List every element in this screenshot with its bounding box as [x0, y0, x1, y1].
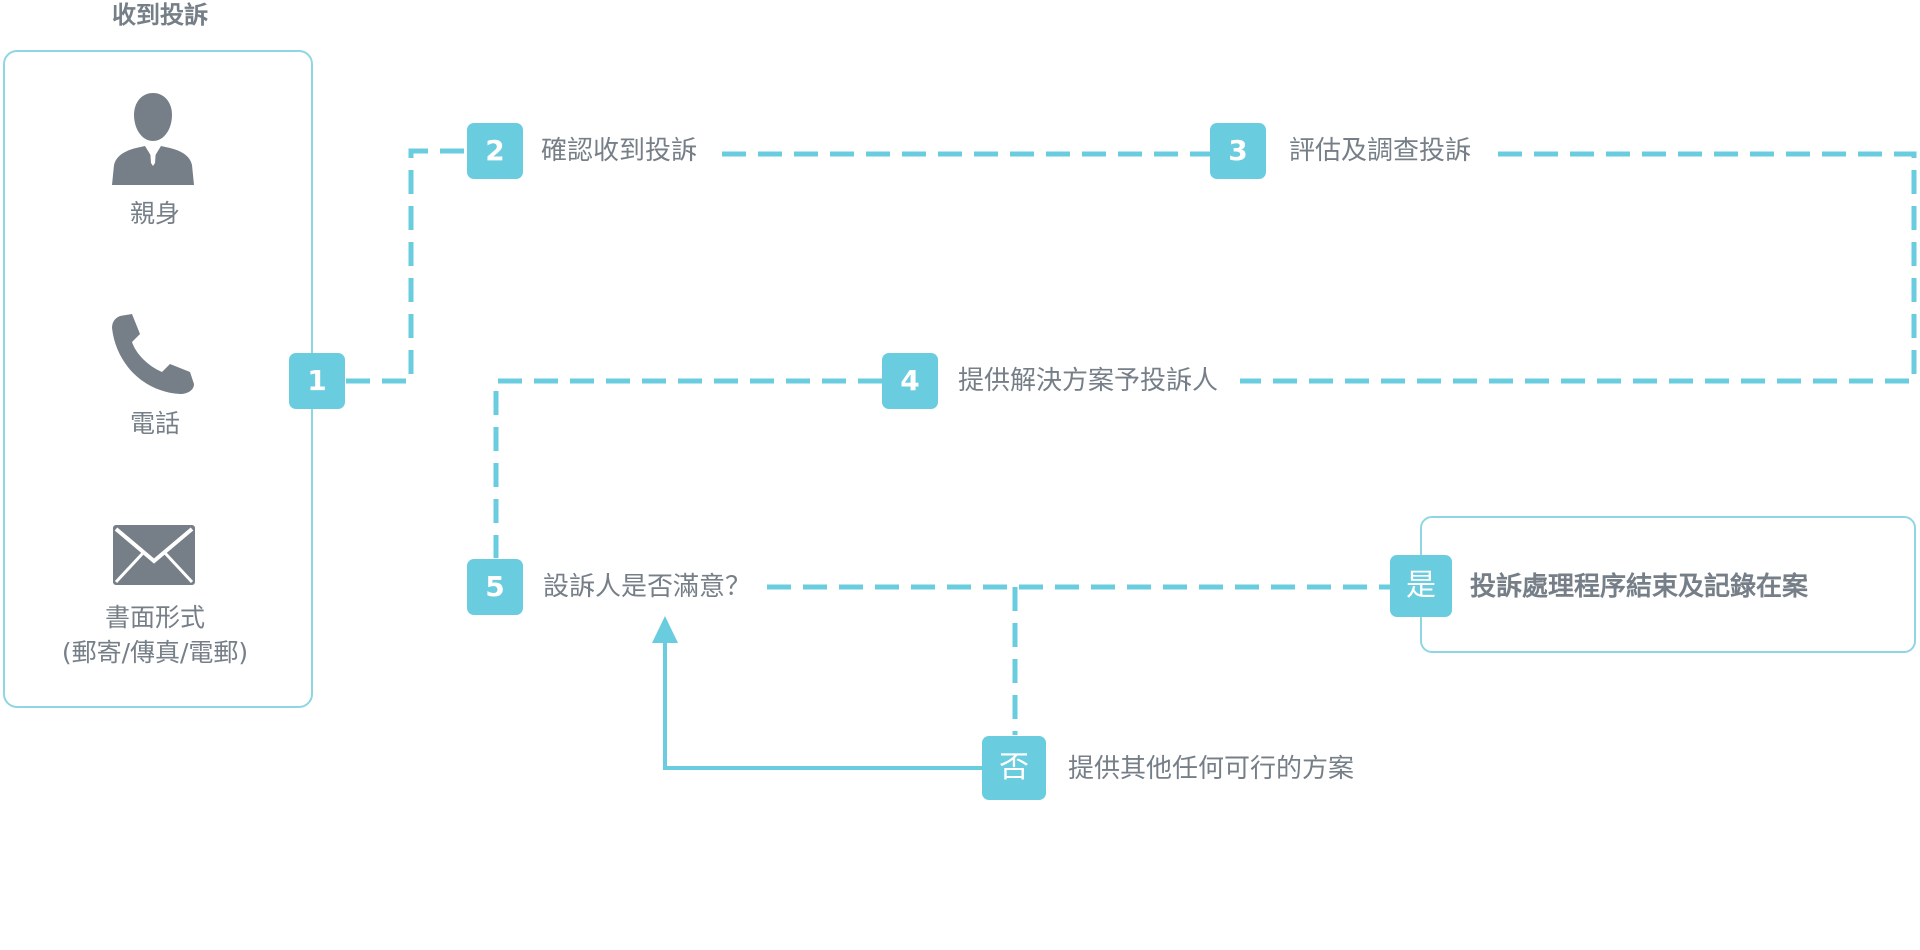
channel-label-written: 書面形式	[104, 603, 205, 632]
channel-label-written-detail: (郵寄/傳真/電郵)	[61, 638, 249, 667]
step-label-4: 提供解決方案予投訴人	[958, 366, 1219, 396]
yes-badge: 是	[1390, 555, 1452, 617]
outcome-label: 投訴處理程序結束及記錄在案	[1470, 572, 1809, 602]
channel-label-in-person: 親身	[129, 199, 180, 228]
person-icon	[112, 93, 194, 185]
return-arrow-head	[652, 616, 678, 643]
step-label-5: 設訴人是否滿意？	[543, 572, 752, 602]
step-badge-1: 1	[289, 353, 345, 409]
step-label-2: 確認收到投訴	[541, 136, 698, 166]
no-badge: 否	[982, 736, 1046, 800]
step-badge-5: 5	[467, 559, 523, 615]
envelope-icon	[113, 525, 195, 585]
step-badge-3: 3	[1210, 123, 1266, 179]
step-label-3: 評估及調查投訴	[1289, 136, 1472, 166]
connector-4-to-5	[493, 378, 882, 558]
phone-icon	[112, 314, 194, 394]
channel-label-phone: 電話	[129, 409, 180, 438]
return-arrow-line	[663, 640, 982, 770]
no-branch-label: 提供其他任何可行的方案	[1068, 754, 1355, 784]
step-badge-2: 2	[467, 123, 523, 179]
connector-3-to-4	[1240, 151, 1917, 384]
channels-heading: 收到投訴	[112, 1, 208, 29]
connector-1-to-2	[346, 148, 467, 384]
step-badge-4: 4	[882, 353, 938, 409]
